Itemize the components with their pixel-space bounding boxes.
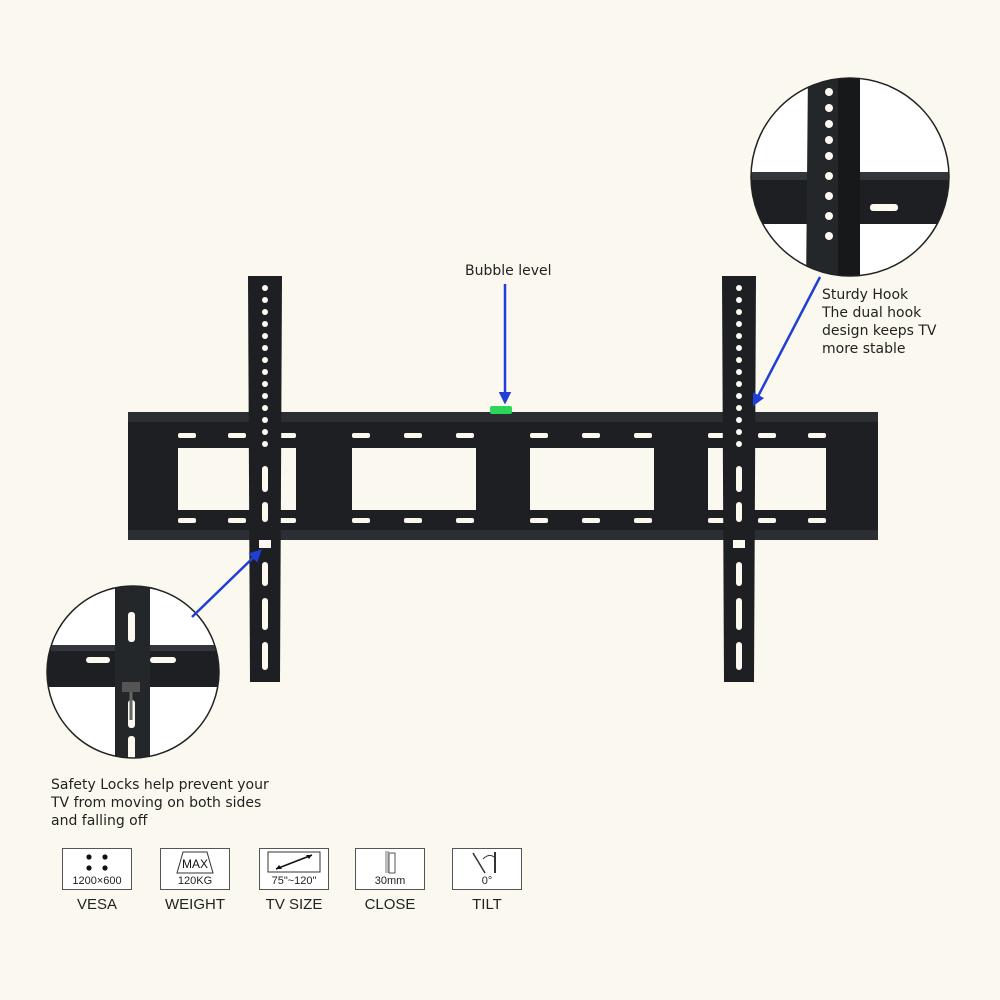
right-arm bbox=[722, 276, 756, 682]
spec-tilt: 0° TILT bbox=[452, 848, 522, 913]
safety-locks-line: Safety Locks help prevent your bbox=[51, 777, 269, 793]
sturdy-hook-line: more stable bbox=[822, 341, 906, 357]
spec-value: 120KG bbox=[177, 875, 213, 887]
spec-tv-size: 75"~120" TV SIZE bbox=[259, 848, 329, 913]
lock-arrow bbox=[191, 549, 262, 618]
spec-value: 75"~120" bbox=[271, 875, 317, 887]
sturdy-hook-line: design keeps TV bbox=[822, 323, 937, 339]
safety-lock-detail-zoom bbox=[46, 585, 220, 759]
hook-arrow bbox=[752, 276, 822, 407]
safety-locks-line: and falling off bbox=[51, 813, 148, 829]
hook-detail-zoom bbox=[750, 77, 950, 277]
bubble-level-label: Bubble level bbox=[465, 263, 552, 279]
max-weight-icon: MAX 120KG bbox=[160, 848, 230, 890]
spec-weight: MAX 120KG WEIGHT bbox=[160, 848, 230, 913]
sturdy-hook-label: Sturdy Hook The dual hook design keeps T… bbox=[822, 286, 997, 358]
sturdy-hook-line: The dual hook bbox=[822, 305, 922, 321]
spec-label: TILT bbox=[472, 896, 502, 913]
max-badge: MAX bbox=[182, 857, 208, 871]
wall-plate bbox=[128, 406, 878, 540]
profile-depth-icon: 30mm bbox=[355, 848, 425, 890]
tilt-icon: 0° bbox=[452, 848, 522, 890]
sturdy-hook-line: Sturdy Hook bbox=[822, 287, 909, 303]
spec-close: 30mm CLOSE bbox=[355, 848, 425, 913]
vesa-icon: 1200×600 bbox=[62, 848, 132, 890]
spec-label: VESA bbox=[76, 896, 118, 913]
left-arm bbox=[248, 276, 282, 682]
spec-label: TV SIZE bbox=[265, 896, 323, 913]
bubble-level-icon bbox=[490, 406, 512, 414]
spec-value: 1200×600 bbox=[72, 875, 122, 887]
spec-label: CLOSE bbox=[364, 896, 416, 913]
tv-size-icon: 75"~120" bbox=[259, 848, 329, 890]
safety-locks-line: TV from moving on both sides bbox=[51, 795, 262, 811]
spec-vesa: 1200×600 VESA bbox=[62, 848, 132, 913]
spec-value: 0° bbox=[481, 875, 493, 887]
safety-locks-label: Safety Locks help prevent your TV from m… bbox=[51, 776, 311, 830]
spec-label: WEIGHT bbox=[165, 896, 225, 913]
spec-value: 30mm bbox=[374, 875, 406, 887]
